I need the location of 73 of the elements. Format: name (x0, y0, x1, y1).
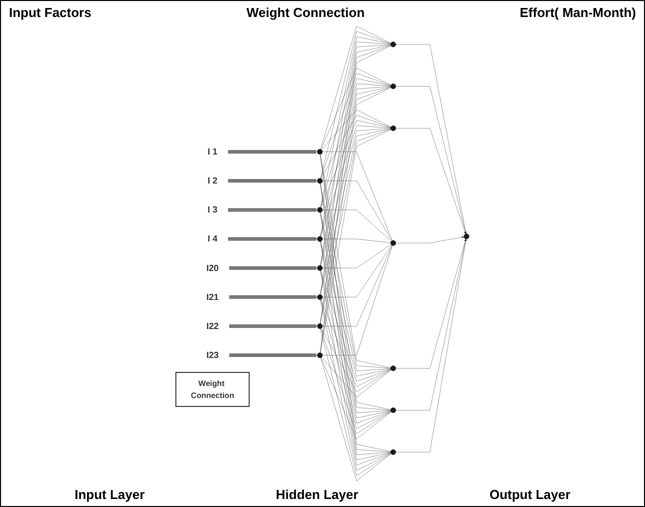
layer-label: Input Layer (74, 487, 145, 502)
node-circle (390, 407, 396, 413)
connector (320, 73, 391, 178)
node-circle (390, 84, 396, 90)
connector (320, 270, 391, 424)
layer-label: Hidden Layer (276, 487, 358, 502)
arrow (229, 324, 318, 328)
connector (320, 241, 391, 376)
connector (320, 300, 391, 471)
node-circle (464, 234, 470, 240)
node-text: I21 (206, 292, 219, 302)
connector (321, 110, 391, 150)
node-text: I22 (206, 321, 219, 332)
connector (320, 328, 392, 434)
node-text: I 3 (208, 204, 218, 215)
connector (320, 300, 391, 429)
connector (321, 357, 392, 398)
arrow (228, 150, 318, 154)
arrow (228, 237, 318, 241)
connector (320, 26, 391, 150)
connector (320, 120, 391, 208)
node-circle (390, 366, 396, 372)
node-circle (390, 240, 396, 246)
arrow (229, 266, 318, 270)
connector (320, 299, 391, 387)
connector (320, 358, 392, 482)
arrow (229, 295, 318, 299)
connector (320, 36, 391, 208)
connector (322, 152, 392, 241)
connector (320, 84, 391, 237)
connector (320, 125, 391, 237)
connector (321, 115, 391, 179)
connector (320, 358, 392, 440)
arrow (229, 353, 318, 358)
node-circle (317, 236, 323, 242)
node-circle (317, 178, 323, 184)
layer-label: Output Layer (489, 487, 570, 502)
connector (322, 244, 392, 268)
arrow (228, 208, 318, 212)
node-circle (317, 294, 323, 300)
connector (320, 270, 391, 466)
connector (320, 128, 391, 266)
connector (322, 238, 391, 243)
node-circle (390, 449, 396, 455)
node-circle (317, 265, 323, 271)
connector (322, 245, 393, 356)
node-circle (317, 149, 323, 155)
node-text: I 4 (208, 234, 218, 244)
node-text: I 2 (208, 176, 218, 186)
output-label: Effort( Man-Month) (520, 5, 636, 20)
connector (321, 328, 392, 392)
connector (320, 78, 391, 208)
connector (320, 328, 392, 476)
node-text: I 1 (208, 146, 218, 157)
node-circle (390, 42, 396, 48)
connector (320, 31, 391, 178)
node-text: I23 (206, 350, 219, 360)
connector (320, 270, 391, 382)
node-circle (317, 323, 323, 329)
node-circle (390, 125, 396, 131)
input-heading: Input Factors (9, 5, 92, 20)
connector (322, 245, 392, 326)
connector (320, 68, 391, 150)
connector (320, 212, 391, 372)
connector (320, 241, 391, 418)
node-circle (317, 207, 323, 213)
arrow (228, 179, 318, 183)
connector (322, 210, 392, 242)
connector (322, 245, 392, 298)
connection-label: Weight Connection (246, 5, 365, 20)
connector (322, 180, 392, 241)
node-circle (317, 352, 323, 358)
node-text: I20 (206, 262, 219, 273)
